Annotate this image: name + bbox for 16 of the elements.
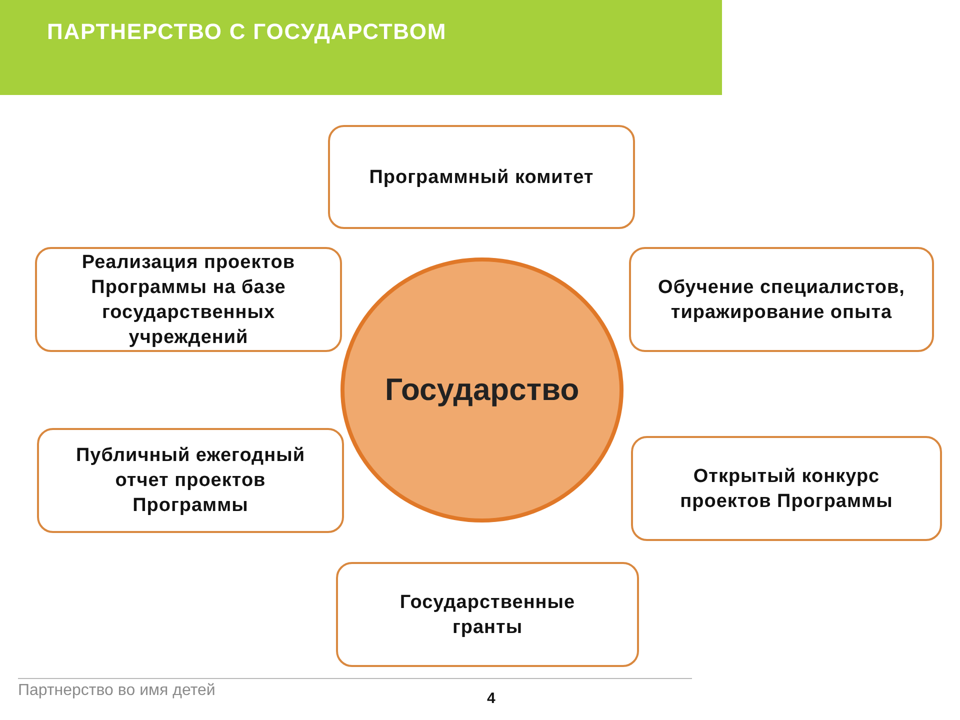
box-text: Обучение специалистов, тиражирование опыта bbox=[657, 276, 906, 324]
box-text: Государственные гранты bbox=[398, 590, 576, 640]
box-text: Публичный ежегодный отчет проектов Программы bbox=[75, 444, 306, 518]
rounded-box bbox=[328, 125, 635, 229]
rounded-box bbox=[629, 247, 934, 352]
footer-text: Партнерство во имя детей bbox=[18, 682, 216, 700]
rounded-box bbox=[336, 562, 639, 667]
circle-text: Государство bbox=[385, 372, 580, 408]
box-text: Программный комитет bbox=[368, 166, 595, 190]
page-number: 4 bbox=[487, 690, 496, 707]
box-text: Открытый конкурс проектов Программы bbox=[679, 464, 894, 514]
rounded-box bbox=[631, 436, 942, 541]
slide-title: ПАРТНЕРСТВО С ГОСУДАРСТВОМ bbox=[47, 19, 447, 45]
rounded-box bbox=[35, 247, 342, 352]
box-text: Реализация проектов Программы на базе государственных учреждений bbox=[80, 250, 296, 350]
rounded-box bbox=[37, 428, 344, 533]
